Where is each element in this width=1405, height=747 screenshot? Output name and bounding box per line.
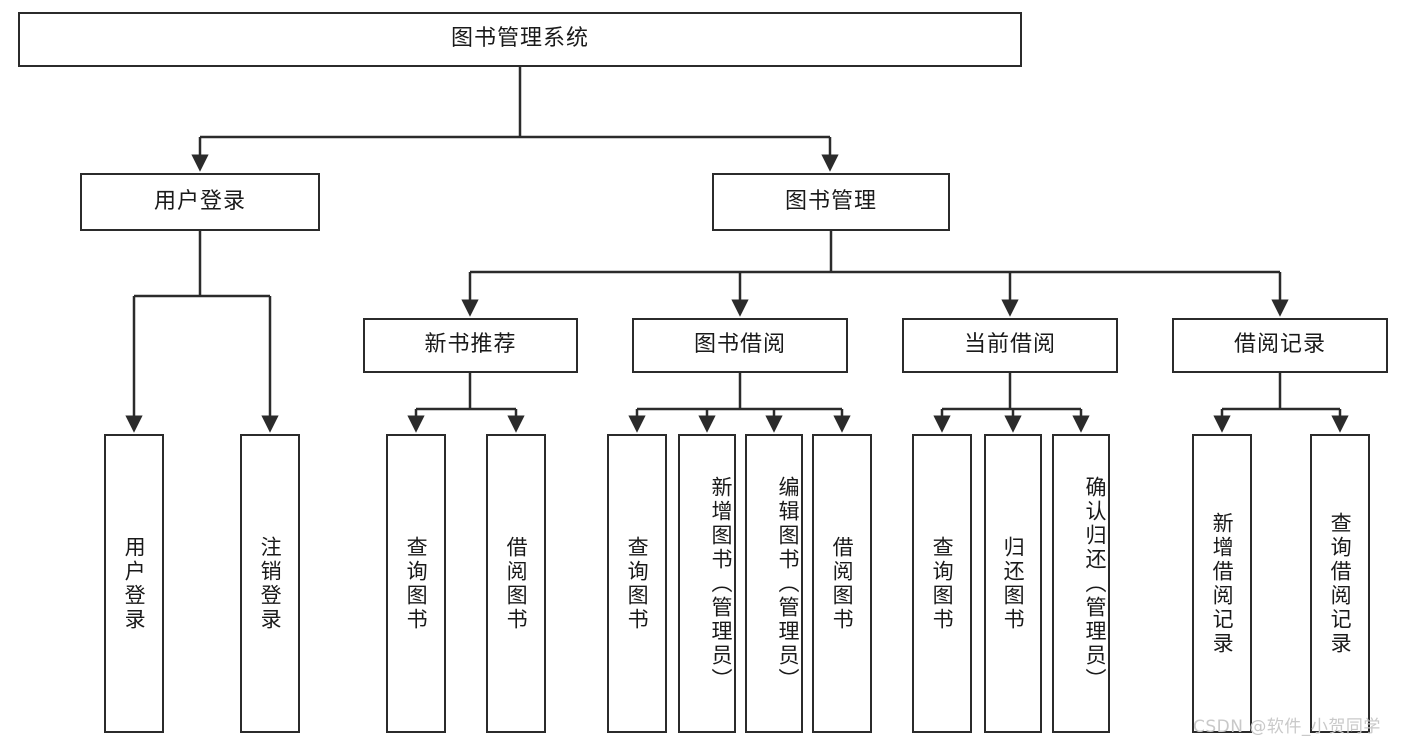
leaf-query-borrow-record[interactable]: 查询借阅记录: [1310, 434, 1370, 733]
node-current-borrow[interactable]: 当前借阅: [902, 318, 1118, 373]
leaf-logout-label: 注销登录: [258, 535, 283, 632]
leaf-query-borrow-record-label: 查询借阅记录: [1328, 511, 1353, 656]
leaf-borrow-book[interactable]: 借阅图书: [812, 434, 872, 733]
node-current-borrow-label: 当前借阅: [963, 332, 1056, 358]
leaf-return-book[interactable]: 归还图书: [984, 434, 1042, 733]
node-new-book-recommend-label: 新书推荐: [424, 332, 517, 358]
leaf-return-book-label: 归还图书: [1001, 535, 1026, 632]
node-root-label: 图书管理系统: [450, 26, 589, 52]
leaf-query-book-current-label: 查询图书: [930, 535, 955, 632]
leaf-query-book-rec-label: 查询图书: [404, 535, 429, 632]
leaf-confirm-return-admin[interactable]: 确认归还（管理员）: [1052, 434, 1110, 733]
leaf-edit-book-admin-label: 编辑图书（管理员）: [776, 475, 800, 692]
leaf-add-book-admin-label: 新增图书（管理员）: [709, 475, 733, 692]
leaf-add-borrow-record-label: 新增借阅记录: [1210, 511, 1235, 656]
node-book-management-label: 图书管理: [784, 188, 877, 214]
leaf-query-book-borrow-label: 查询图书: [625, 535, 650, 632]
leaf-user-login-label: 用户登录: [122, 535, 147, 632]
node-user-login[interactable]: 用户登录: [80, 173, 320, 231]
node-user-login-label: 用户登录: [153, 188, 246, 214]
leaf-query-book-rec[interactable]: 查询图书: [386, 434, 446, 733]
leaf-edit-book-admin[interactable]: 编辑图书（管理员）: [745, 434, 803, 733]
node-book-borrow[interactable]: 图书借阅: [632, 318, 848, 373]
leaf-logout[interactable]: 注销登录: [240, 434, 300, 733]
leaf-borrow-book-rec[interactable]: 借阅图书: [486, 434, 546, 733]
node-root[interactable]: 图书管理系统: [18, 12, 1022, 67]
leaf-borrow-book-label: 借阅图书: [830, 535, 855, 632]
leaf-add-borrow-record[interactable]: 新增借阅记录: [1192, 434, 1252, 733]
leaf-user-login[interactable]: 用户登录: [104, 434, 164, 733]
leaf-query-book-current[interactable]: 查询图书: [912, 434, 972, 733]
leaf-add-book-admin[interactable]: 新增图书（管理员）: [678, 434, 736, 733]
leaf-borrow-book-rec-label: 借阅图书: [504, 535, 529, 632]
leaf-confirm-return-admin-label: 确认归还（管理员）: [1083, 475, 1107, 692]
node-book-borrow-label: 图书借阅: [693, 332, 786, 358]
node-book-management[interactable]: 图书管理: [712, 173, 950, 231]
node-borrow-record[interactable]: 借阅记录: [1172, 318, 1388, 373]
node-new-book-recommend[interactable]: 新书推荐: [363, 318, 578, 373]
node-borrow-record-label: 借阅记录: [1233, 332, 1326, 358]
leaf-query-book-borrow[interactable]: 查询图书: [607, 434, 667, 733]
